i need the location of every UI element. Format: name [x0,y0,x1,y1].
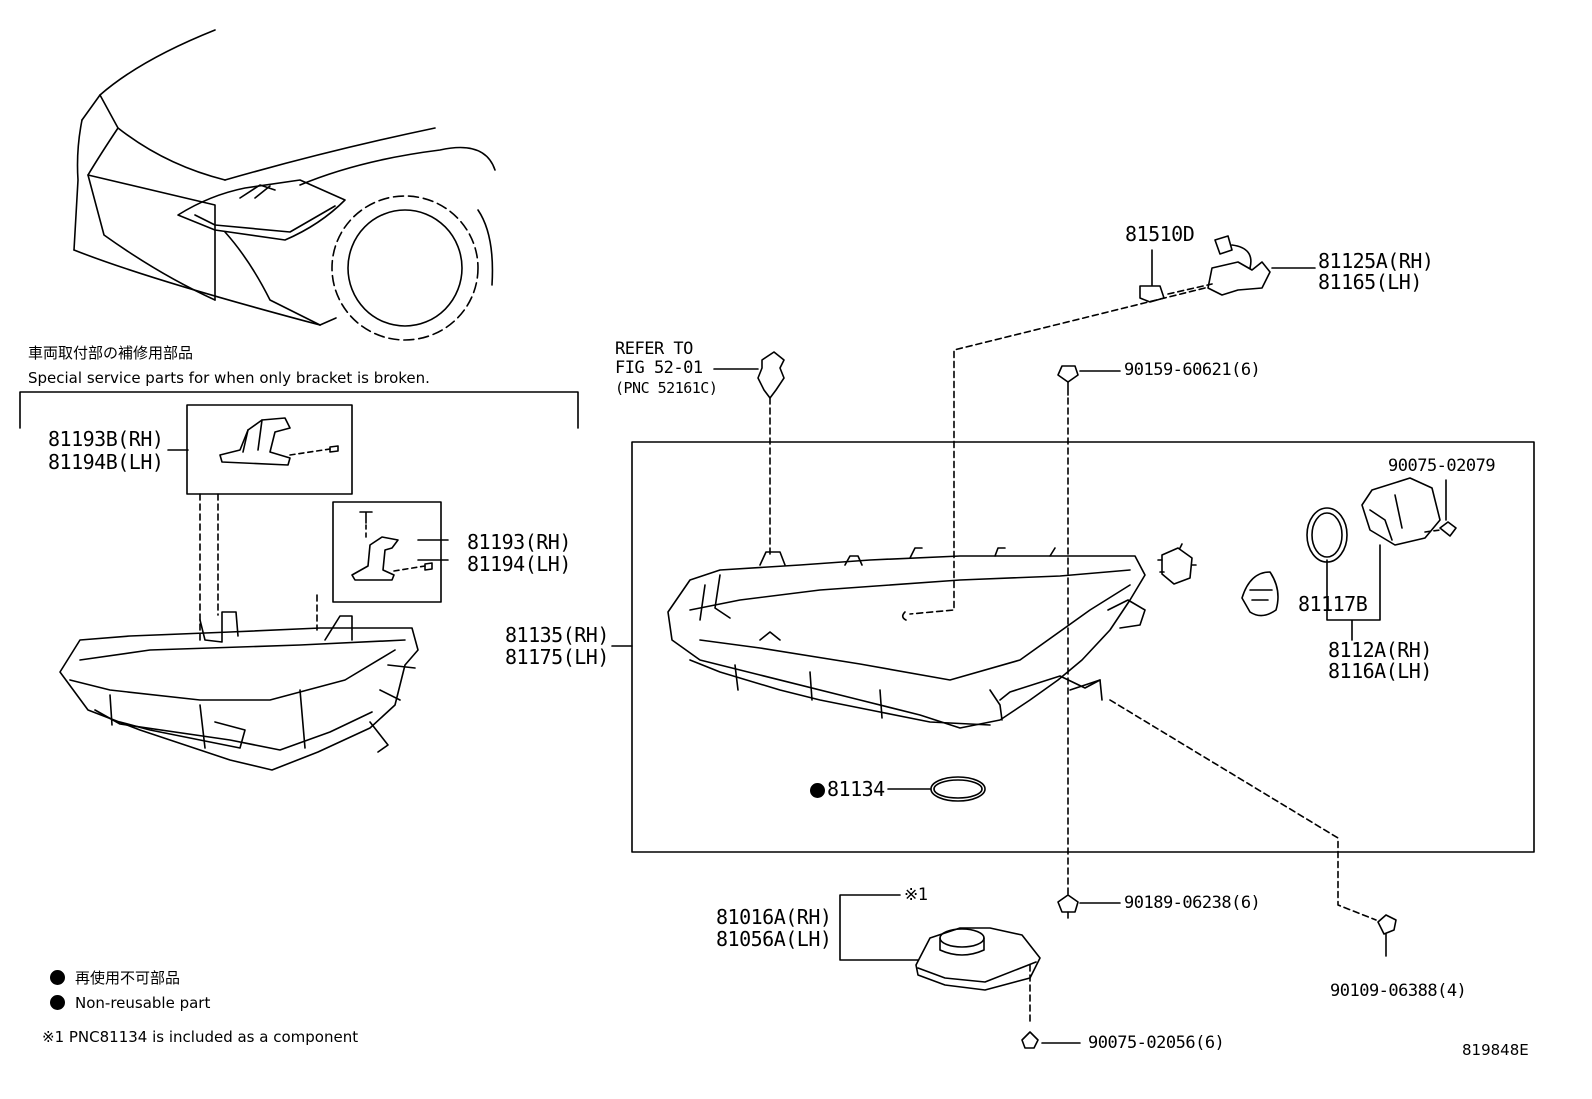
part-90075-02079: 90075-02079 [1388,456,1496,476]
part-81056A: 81056A(LH) [716,927,832,951]
header-japanese: 車両取付部の補修用部品 [28,344,194,362]
part-8116A: 8116A(LH) [1328,659,1432,683]
refer-to-label: REFER TO [615,339,693,359]
vehicle-front-illustration [73,29,496,341]
part-81165: 81165(LH) [1318,270,1422,294]
part-90109-06388: 90109-06388(4) [1330,981,1467,1001]
non-reusable-dot-icon [50,995,65,1010]
main-headlamp-illustration [667,547,1146,729]
non-reusable-dot-icon [810,783,825,798]
note-marker: ※1 [904,885,928,905]
non-reusable-dot-icon [50,970,65,985]
legend-note: ※1 PNC81134 is included as a component [42,1028,359,1046]
part-90159-60621: 90159-60621(6) [1124,360,1261,380]
part-90189-06238: 90189-06238(6) [1124,893,1261,913]
part-81135: 81135(RH) [505,623,609,647]
part-81134: 81134 [810,778,885,800]
part-81117B: 81117B [1298,592,1368,616]
part-81175: 81175(LH) [505,645,609,669]
pnc-reference: (PNC 52161C) [615,379,718,397]
part-8112A: 8112A(RH) [1328,638,1432,662]
legend-japanese: 再使用不可部品 [50,969,180,987]
part-81510D: 81510D [1125,222,1195,246]
part-81016A: 81016A(RH) [716,905,832,929]
part-81194B: 81194B(LH) [48,450,164,474]
part-81193B: 81193B(RH) [48,427,164,451]
part-81194: 81194(LH) [467,552,571,576]
part-81125A: 81125A(RH) [1318,249,1434,273]
legend-english: Non-reusable part [50,994,210,1012]
figure-reference: FIG 52-01 [615,358,703,378]
header-english: Special service parts for when only brac… [28,369,430,387]
small-headlamp-illustration [59,611,419,771]
part-81193: 81193(RH) [467,530,571,554]
figure-id: 819848E [1462,1041,1529,1059]
part-90075-02056: 90075-02056(6) [1088,1033,1225,1053]
